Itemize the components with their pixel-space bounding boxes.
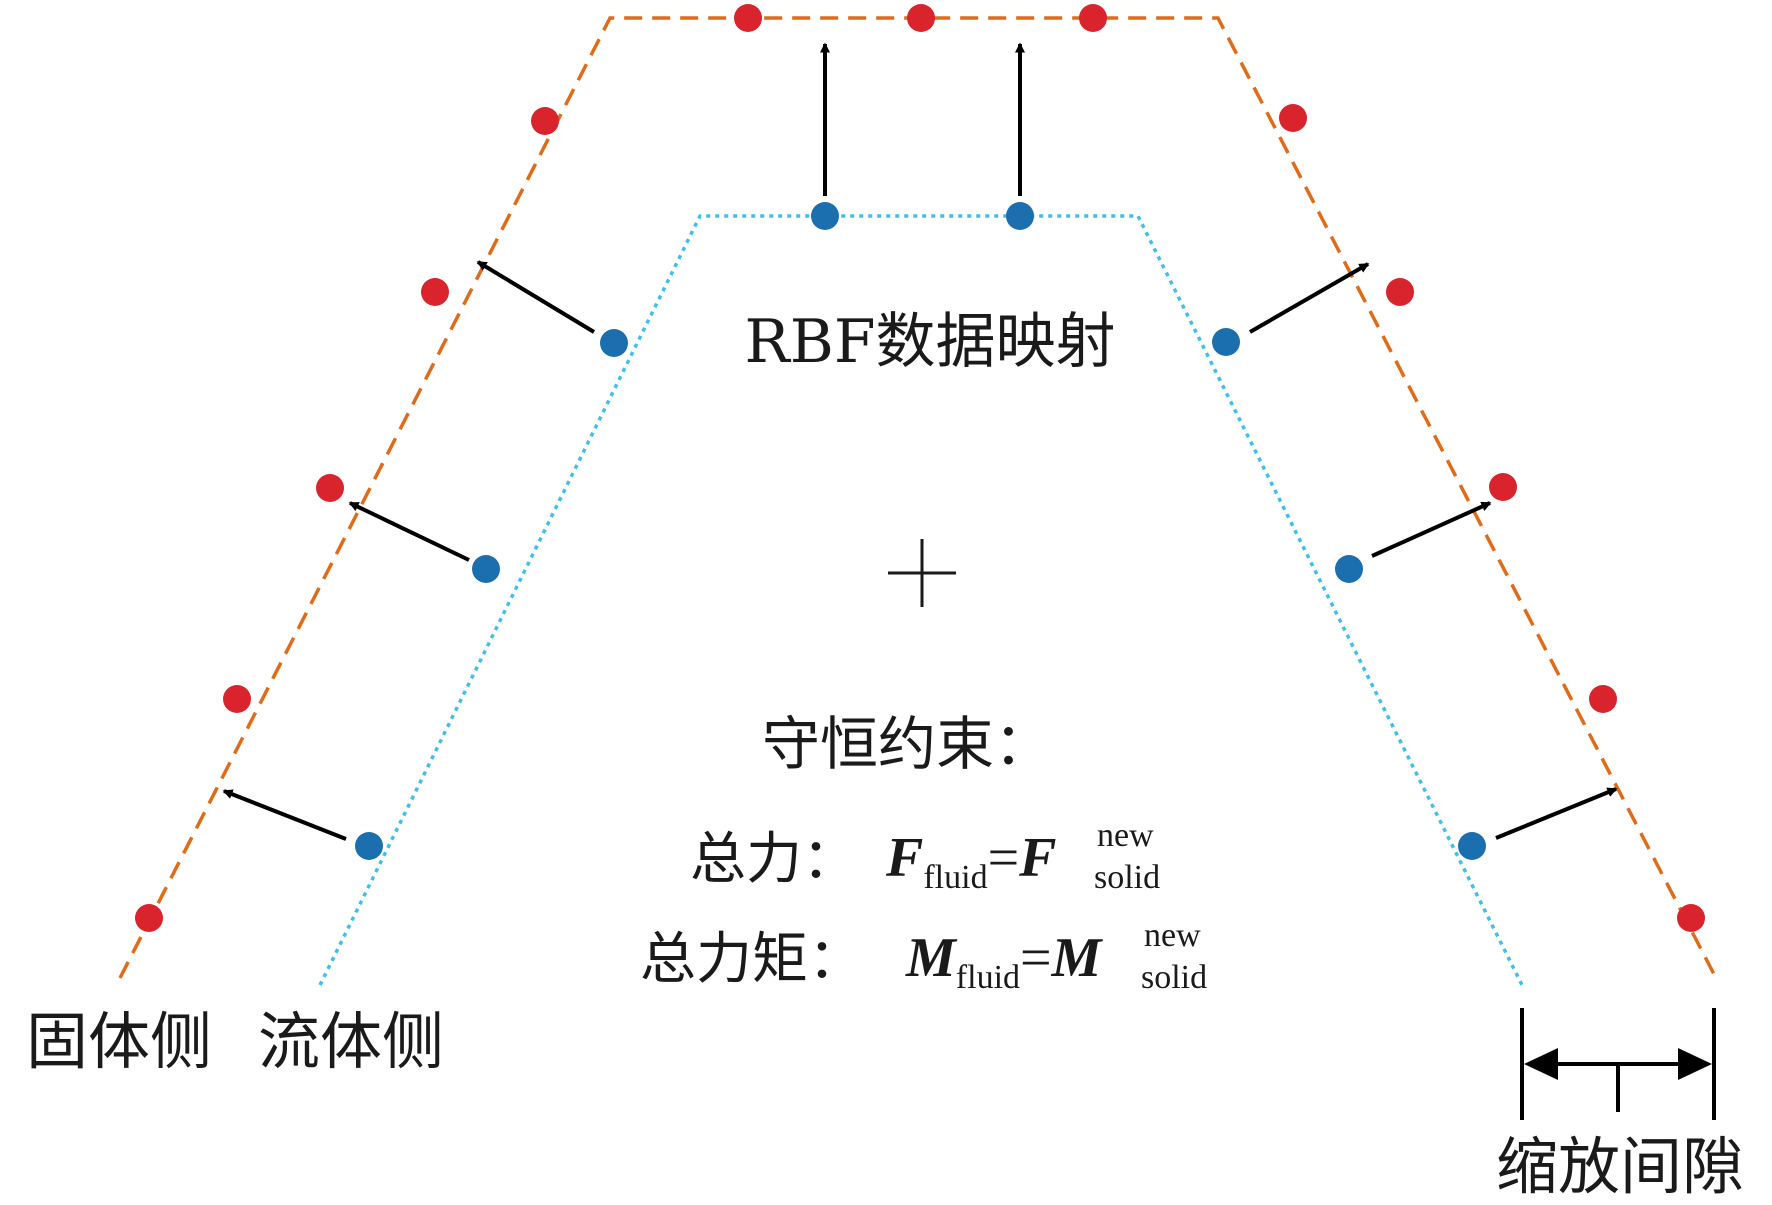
- force-label: 总力：: [690, 827, 858, 892]
- moment-equals: =: [1020, 927, 1052, 989]
- force-equation: Ffluid=F: [885, 827, 1057, 896]
- fluid-point: [1335, 555, 1363, 583]
- moment-equation: Mfluid=M: [905, 927, 1104, 996]
- fluid-point: [811, 202, 839, 230]
- mapping-arrow: [1495, 787, 1618, 840]
- moment-rhs-sup: new: [1144, 917, 1201, 954]
- gap-label: 缩放间隙: [1496, 1130, 1744, 1203]
- force-lhs-sub: fluid: [923, 859, 987, 896]
- solid-point: [907, 4, 935, 32]
- mapping-arrow: [348, 501, 470, 562]
- mapping-arrow: [222, 789, 347, 841]
- force-rhs-sup: new: [1097, 817, 1154, 854]
- moment-rhs-var: M: [1051, 927, 1104, 989]
- force-equals: =: [988, 827, 1020, 889]
- solid-point: [1386, 278, 1414, 306]
- moment-lhs-sub: fluid: [956, 959, 1020, 996]
- fluid-point: [1006, 202, 1034, 230]
- fluid-point: [472, 555, 500, 583]
- fluid-point: [355, 832, 383, 860]
- solid-point: [1489, 473, 1517, 501]
- force-lhs-var: F: [885, 827, 923, 889]
- mapping-arrow: [1371, 501, 1492, 558]
- constraint-title: 守恒约束：: [762, 710, 1052, 778]
- force-rhs-var: F: [1018, 827, 1056, 889]
- solid-point: [531, 107, 559, 135]
- fluid-point: [1212, 328, 1240, 356]
- solid-point: [135, 904, 163, 932]
- mapping-arrows: [222, 42, 1618, 841]
- force-rhs-sub: solid: [1094, 859, 1160, 896]
- solid-point: [1677, 904, 1705, 932]
- moment-lhs-var: M: [905, 927, 958, 989]
- solid-point: [1589, 685, 1617, 713]
- moment-label: 总力矩：: [640, 927, 864, 992]
- solid-point: [1079, 4, 1107, 32]
- fluid-point: [1458, 832, 1486, 860]
- solid-point: [1279, 104, 1307, 132]
- gap-arrow-left-head: [1524, 1048, 1558, 1080]
- fluid-side-label: 流体侧: [258, 1005, 444, 1078]
- fluid-points: [355, 202, 1486, 860]
- mapping-arrow: [476, 260, 596, 334]
- center-plus-mark: [888, 539, 956, 607]
- solid-point: [223, 685, 251, 713]
- solid-point: [421, 278, 449, 306]
- gap-dimension: [1520, 1008, 1716, 1120]
- fluid-point: [600, 329, 628, 357]
- solid-point: [316, 474, 344, 502]
- mapping-arrow: [1249, 262, 1370, 334]
- moment-rhs-sub: solid: [1141, 959, 1207, 996]
- mapping-label: RBF数据映射: [745, 307, 1116, 377]
- solid-point: [734, 4, 762, 32]
- gap-arrow-right-head: [1678, 1048, 1712, 1080]
- solid-points: [135, 4, 1705, 932]
- solid-side-label: 固体侧: [26, 1005, 212, 1078]
